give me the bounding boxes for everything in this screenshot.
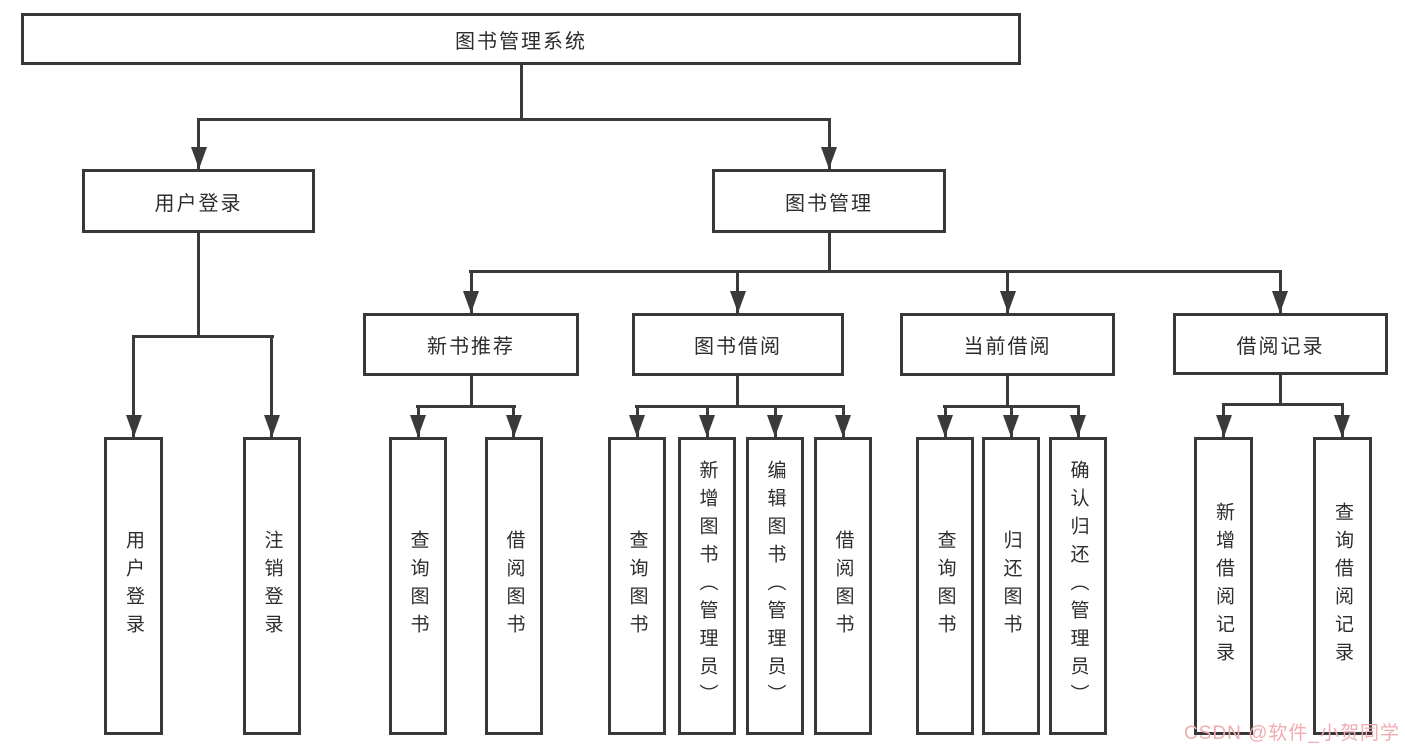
connector-book-mgmt-trunk <box>828 233 831 272</box>
connector-book-borrow-branch <box>635 405 845 408</box>
arrow-down-icon <box>126 415 142 437</box>
leaf-query-borrow-record: 查询借阅记录 <box>1313 437 1372 735</box>
leaf-add-book-admin: 新增图书（管理员） <box>678 437 736 735</box>
connector-stem-user-login <box>197 118 200 169</box>
leaf-user-login: 用户登录 <box>104 437 163 735</box>
arrow-down-icon <box>730 291 746 313</box>
arrow-down-icon <box>1216 415 1232 437</box>
node-new-book-rec: 新书推荐 <box>363 313 579 376</box>
arrow-down-icon <box>821 147 837 169</box>
leaf-query-book-current: 查询图书 <box>916 437 974 735</box>
connector-current-borrow-trunk <box>1006 376 1009 407</box>
arrow-down-icon <box>1003 415 1019 437</box>
connector-book-borrow-trunk <box>736 376 739 407</box>
leaf-logout: 注销登录 <box>243 437 301 735</box>
node-book-mgmt: 图书管理 <box>712 169 946 233</box>
leaf-edit-book-admin: 编辑图书（管理员） <box>746 437 804 735</box>
arrow-down-icon <box>1334 415 1350 437</box>
arrow-down-icon <box>699 415 715 437</box>
arrow-down-icon <box>1272 291 1288 313</box>
connector-book-mgmt-branch <box>469 270 1282 273</box>
connector-stem-book-mgmt <box>828 118 831 169</box>
leaf-add-borrow-record: 新增借阅记录 <box>1194 437 1253 735</box>
arrow-down-icon <box>835 415 851 437</box>
arrow-down-icon <box>1070 415 1086 437</box>
connector-user-login-branch <box>132 335 274 338</box>
arrow-down-icon <box>191 147 207 169</box>
leaf-query-book-rec: 查询图书 <box>389 437 447 735</box>
node-user-login: 用户登录 <box>82 169 315 233</box>
connector-new-book-rec-branch <box>416 405 516 408</box>
arrow-down-icon <box>463 291 479 313</box>
arrow-down-icon <box>264 415 280 437</box>
connector-root-branch <box>197 118 831 121</box>
csdn-watermark: CSDN @软件_小贺同学 <box>1184 723 1400 744</box>
node-current-borrow: 当前借阅 <box>900 313 1115 376</box>
node-borrow-records: 借阅记录 <box>1173 313 1388 375</box>
arrow-down-icon <box>629 415 645 437</box>
connector-stem-leaf-logout <box>270 335 273 437</box>
connector-stem-leaf-user-login <box>132 335 135 437</box>
leaf-query-book-borrow: 查询图书 <box>608 437 666 735</box>
node-system-root: 图书管理系统 <box>21 13 1021 65</box>
node-book-borrow: 图书借阅 <box>632 313 844 376</box>
arrow-down-icon <box>410 415 426 437</box>
leaf-borrow-book-rec: 借阅图书 <box>485 437 543 735</box>
leaf-confirm-return-admin: 确认归还（管理员） <box>1049 437 1107 735</box>
connector-new-book-rec-trunk <box>470 376 473 407</box>
leaf-borrow-book-borrow: 借阅图书 <box>814 437 872 735</box>
arrow-down-icon <box>937 415 953 437</box>
arrow-down-icon <box>1000 291 1016 313</box>
arrow-down-icon <box>767 415 783 437</box>
connector-root-trunk <box>520 65 523 121</box>
connector-borrow-records-trunk <box>1279 375 1282 405</box>
connector-borrow-records-branch <box>1222 403 1344 406</box>
connector-user-login-trunk <box>197 233 200 337</box>
leaf-return-book: 归还图书 <box>982 437 1040 735</box>
arrow-down-icon <box>506 415 522 437</box>
